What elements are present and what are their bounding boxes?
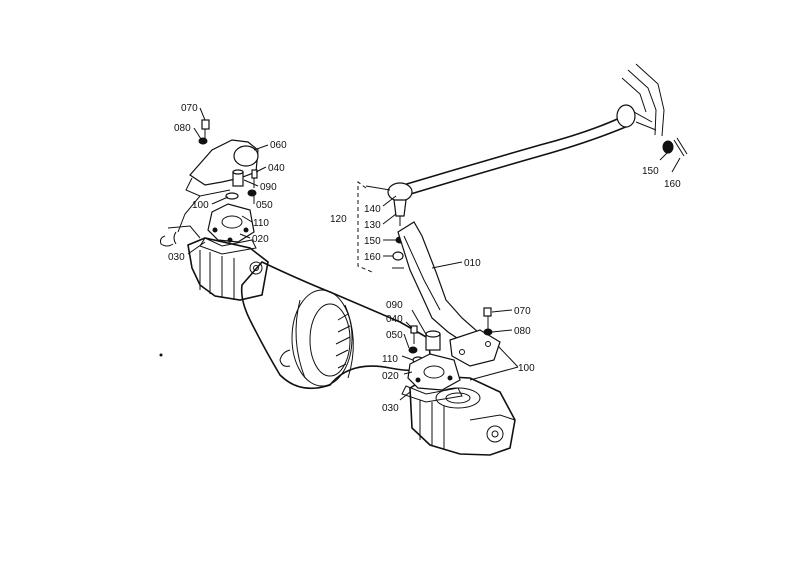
label-030-top: 030	[168, 252, 185, 263]
label-090-top: 090	[260, 182, 277, 193]
left-knuckle-assembly	[177, 119, 259, 255]
label-020-top: 020	[252, 234, 269, 245]
label-010: 010	[464, 258, 481, 269]
label-120: 120	[330, 214, 347, 225]
leader-lines	[187, 107, 681, 401]
label-090-bottom: 090	[386, 300, 403, 311]
label-100-bottom: 100	[518, 363, 535, 374]
label-030-bottom: 030	[382, 403, 399, 414]
steering-arm	[397, 221, 501, 367]
label-040-top: 040	[268, 163, 285, 174]
label-050-bottom: 050	[386, 330, 403, 341]
label-040-bottom: 040	[386, 314, 403, 325]
label-080-bottom: 080	[514, 326, 531, 337]
label-160-right: 160	[664, 179, 681, 190]
label-130: 130	[364, 220, 381, 231]
label-050-top: 050	[256, 200, 273, 211]
label-070-bottom: 070	[514, 306, 531, 317]
label-110-top: 110	[253, 218, 269, 229]
label-150-left: 150	[364, 236, 381, 247]
right-knuckle-assembly	[401, 307, 493, 403]
label-140: 140	[364, 204, 381, 215]
label-070-top: 070	[181, 103, 198, 114]
label-150-right: 150	[642, 166, 659, 177]
label-080-top: 080	[174, 123, 191, 134]
label-160-left: 160	[364, 252, 381, 263]
label-110-bottom: 110	[382, 354, 398, 365]
label-100-top: 100	[192, 200, 209, 211]
label-020-bottom: 020	[382, 371, 399, 382]
label-060: 060	[270, 140, 287, 151]
part-labels: 070 080 060 040 090 050 100 110 020 030 …	[168, 103, 681, 414]
tie-rod-assembly	[357, 63, 688, 273]
